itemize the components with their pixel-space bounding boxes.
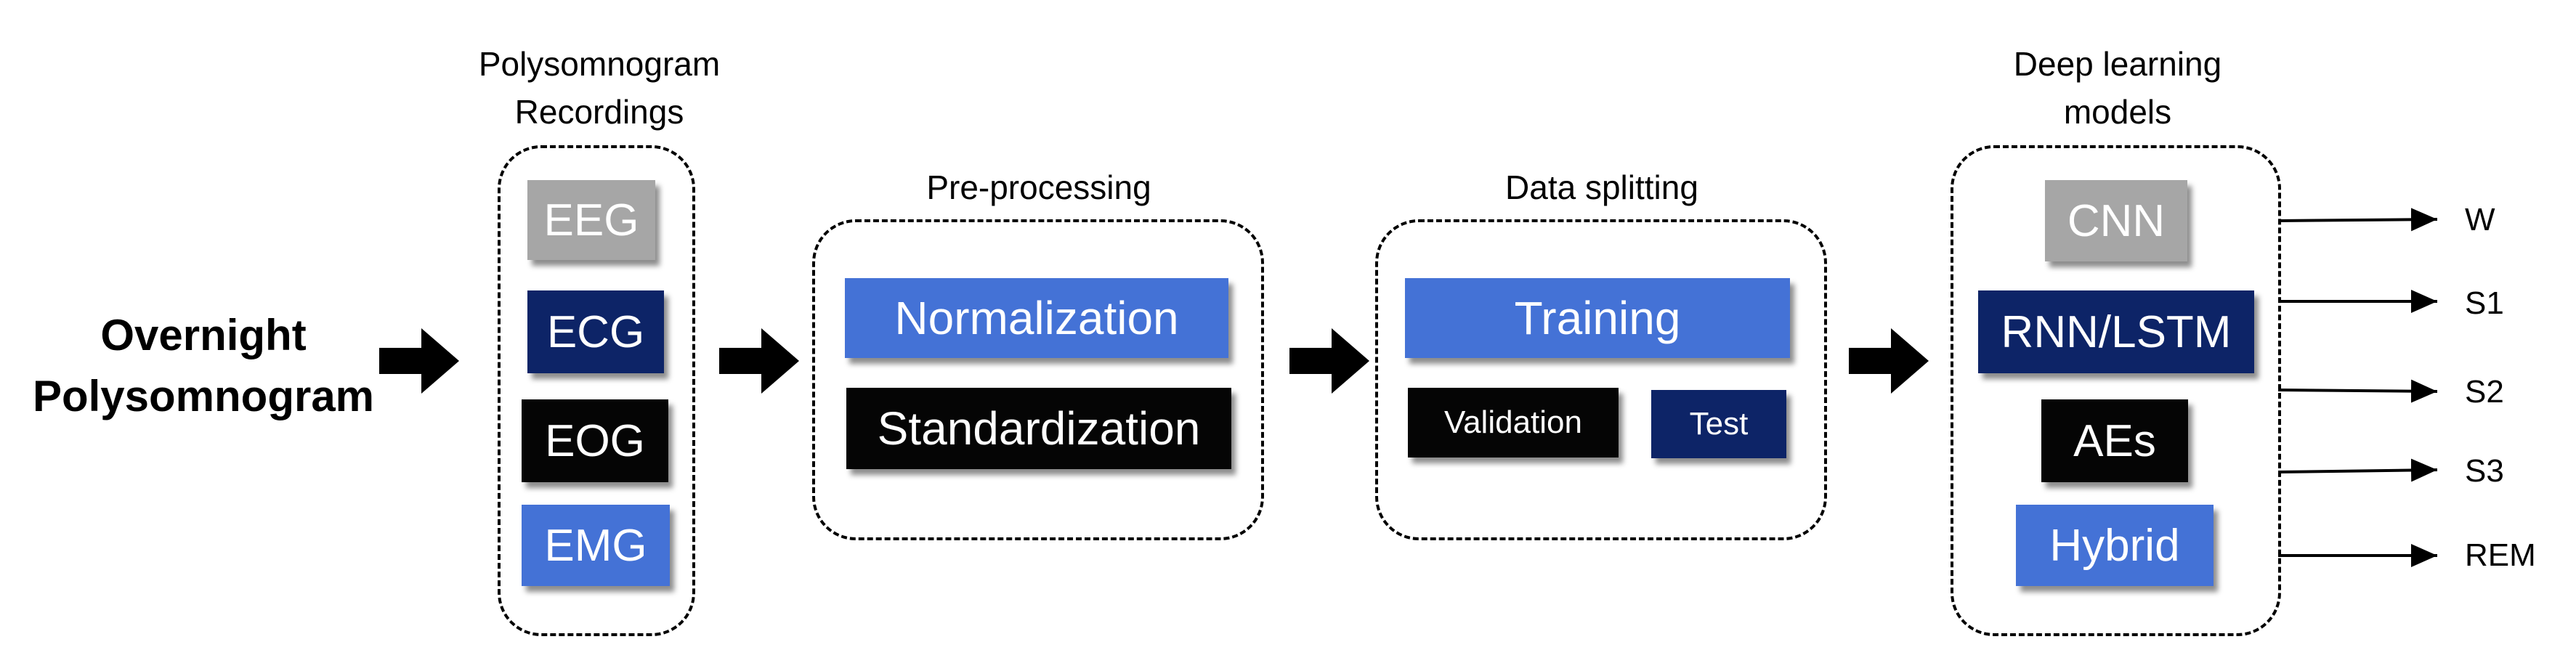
arrow-right-icon [379,328,459,394]
validation-box: Validation [1408,388,1619,458]
arrow-right-icon [1289,328,1369,394]
output-arrow-s3 [2277,458,2438,482]
eeg-box: EEG [527,180,655,260]
recordings-title: Polysomnogram Recordings [436,40,763,136]
hybrid-box: Hybrid [2016,505,2214,586]
training-box: Training [1405,278,1790,358]
output-label-s3: S3 [2465,453,2504,489]
models-title-line1: Deep learning [2013,45,2222,83]
models-title: Deep learning models [1954,40,2281,136]
output-label-s1: S1 [2465,285,2504,321]
source-label-line2: Polysomnogram [32,372,375,420]
ecg-box: ECG [527,290,664,373]
output-label-s2: S2 [2465,374,2504,410]
eog-box: EOG [522,399,668,482]
test-box: Test [1651,390,1786,458]
recordings-title-line1: Polysomnogram [478,45,721,83]
rnn-lstm-box: RNN/LSTM [1978,290,2254,373]
arrow-right-icon [719,328,799,394]
standardization-box: Standardization [846,388,1231,469]
preprocessing-title: Pre-processing [926,168,1151,206]
splitting-group [1375,219,1827,540]
source-label-line1: Overnight [100,311,307,359]
aes-box: AEs [2041,399,2188,482]
output-label-rem: REM [2465,537,2536,573]
preprocessing-group [812,219,1264,540]
output-label-w: W [2465,202,2495,237]
recordings-title-line2: Recordings [514,93,684,131]
recordings-group [498,145,695,636]
source-label: Overnight Polysomnogram [15,305,392,427]
splitting-title: Data splitting [1505,168,1698,206]
normalization-box: Normalization [845,278,1228,358]
output-arrows [2277,208,2438,567]
models-title-line2: models [2063,93,2172,131]
arrow-right-icon [1849,328,1929,394]
cnn-box: CNN [2045,180,2187,261]
emg-box: EMG [522,505,670,586]
output-arrow-w [2277,208,2438,232]
output-arrow-s2 [2277,379,2438,403]
